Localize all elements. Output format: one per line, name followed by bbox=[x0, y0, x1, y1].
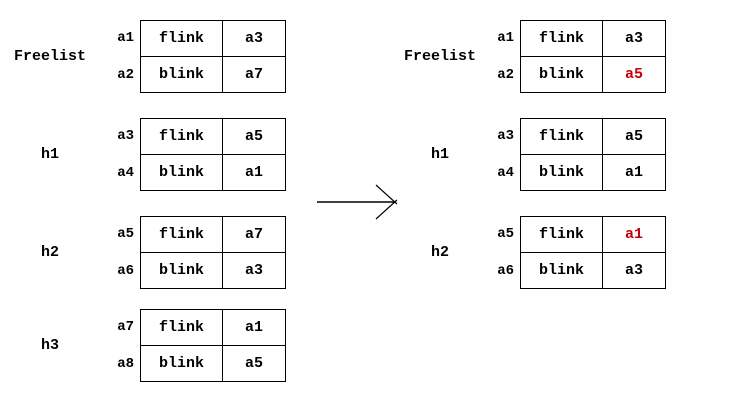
field-cell: flink bbox=[538, 226, 584, 243]
node-table: flink a1 blink a5 bbox=[140, 309, 286, 382]
address-label: a3 bbox=[117, 128, 134, 145]
address-label: a2 bbox=[497, 66, 514, 83]
field-cell: flink bbox=[158, 30, 204, 47]
address-label: a7 bbox=[117, 319, 134, 336]
node-table: flink a5 blink a1 bbox=[520, 118, 666, 191]
address-label: a1 bbox=[117, 30, 134, 47]
field-cell: flink bbox=[158, 128, 204, 145]
field-cell: blink bbox=[141, 154, 222, 190]
field-cell: blink bbox=[141, 252, 222, 288]
value-cell: a1 bbox=[222, 154, 285, 190]
value-cell: a5 bbox=[222, 345, 285, 381]
group-freelist: Freelist a1 a2 flink a3 blink a7 bbox=[0, 20, 286, 93]
field-cell: blink bbox=[521, 56, 602, 92]
address-label: a5 bbox=[117, 226, 134, 243]
value-cell: a3 bbox=[602, 21, 665, 56]
address-column: a1 a2 bbox=[100, 20, 134, 93]
address-column: a3 a4 bbox=[100, 118, 134, 191]
list-head-label: h1 bbox=[430, 146, 449, 163]
node-table: flink a5 blink a1 bbox=[140, 118, 286, 191]
address-column: a7 a8 bbox=[100, 309, 134, 382]
address-label: a4 bbox=[497, 164, 514, 181]
group-h2: h2 a5 a6 flink a7 blink a3 bbox=[0, 216, 286, 289]
field-cell: flink bbox=[158, 226, 204, 243]
field-cell: blink bbox=[141, 56, 222, 92]
value-cell: a5 bbox=[602, 119, 665, 154]
field-cell: flink bbox=[538, 30, 584, 47]
address-label: a3 bbox=[497, 128, 514, 145]
value-cell: a3 bbox=[222, 252, 285, 288]
field-cell: blink bbox=[521, 154, 602, 190]
list-head-label: h2 bbox=[40, 244, 59, 261]
address-column: a5 a6 bbox=[100, 216, 134, 289]
panel-after-state: Freelist a1 a2 flink a3 blink a5 h1 a3 a… bbox=[380, 0, 680, 405]
value-cell: a5 bbox=[602, 56, 665, 92]
value-cell: a3 bbox=[602, 252, 665, 288]
address-label: a6 bbox=[117, 262, 134, 279]
field-cell: blink bbox=[141, 345, 222, 381]
value-cell: a5 bbox=[222, 119, 285, 154]
address-label: a5 bbox=[497, 226, 514, 243]
address-label: a6 bbox=[497, 262, 514, 279]
list-head-label: h1 bbox=[40, 146, 59, 163]
list-head-label: Freelist bbox=[13, 48, 86, 65]
group-h1: h1 a3 a4 flink a5 blink a1 bbox=[0, 118, 286, 191]
address-label: a1 bbox=[497, 30, 514, 47]
value-cell: a3 bbox=[222, 21, 285, 56]
right-arrow-icon bbox=[317, 184, 398, 220]
address-column: a5 a6 bbox=[480, 216, 514, 289]
address-column: a3 a4 bbox=[480, 118, 514, 191]
list-head-label: h2 bbox=[430, 244, 449, 261]
address-label: a2 bbox=[117, 66, 134, 83]
group-h3: h3 a7 a8 flink a1 blink a5 bbox=[0, 309, 286, 382]
field-cell: blink bbox=[521, 252, 602, 288]
value-cell: a1 bbox=[222, 310, 285, 345]
value-cell: a7 bbox=[222, 217, 285, 252]
panel-before-state: Freelist a1 a2 flink a3 blink a7 h1 a3 a… bbox=[0, 0, 300, 405]
list-head-label: Freelist bbox=[403, 48, 476, 65]
value-cell: a1 bbox=[602, 217, 665, 252]
list-head-label: h3 bbox=[40, 337, 59, 354]
field-cell: flink bbox=[538, 128, 584, 145]
address-column: a1 a2 bbox=[480, 20, 514, 93]
group-h2: h2 a5 a6 flink a1 blink a3 bbox=[380, 216, 666, 289]
group-freelist: Freelist a1 a2 flink a3 blink a5 bbox=[380, 20, 666, 93]
node-table: flink a7 blink a3 bbox=[140, 216, 286, 289]
group-h1: h1 a3 a4 flink a5 blink a1 bbox=[380, 118, 666, 191]
value-cell: a7 bbox=[222, 56, 285, 92]
node-table: flink a3 blink a7 bbox=[140, 20, 286, 93]
address-label: a8 bbox=[117, 355, 134, 372]
address-label: a4 bbox=[117, 164, 134, 181]
value-cell: a1 bbox=[602, 154, 665, 190]
node-table: flink a3 blink a5 bbox=[520, 20, 666, 93]
field-cell: flink bbox=[158, 319, 204, 336]
node-table: flink a1 blink a3 bbox=[520, 216, 666, 289]
